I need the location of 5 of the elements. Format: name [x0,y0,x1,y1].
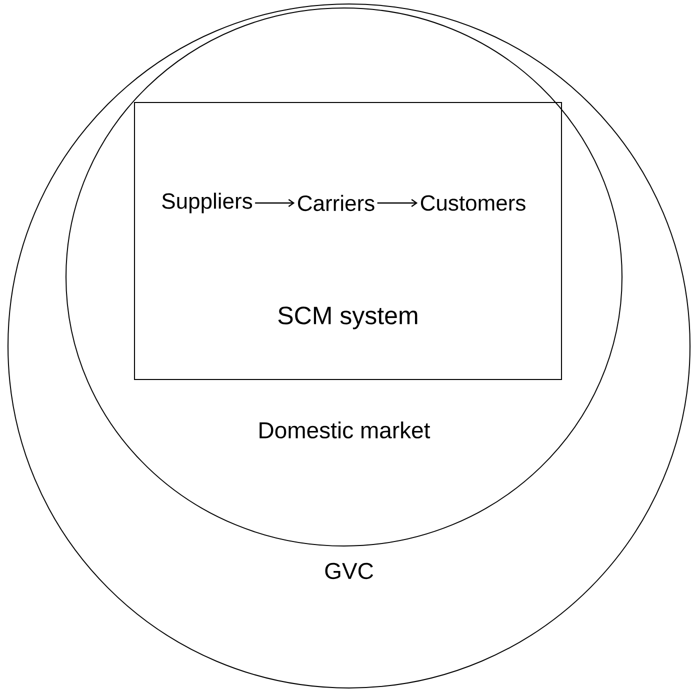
arrow [377,199,418,207]
flow-label: Suppliers [162,192,252,214]
flow-label: Customers [420,195,526,211]
arrow [255,199,295,207]
flow-label: Carriers [298,194,374,212]
